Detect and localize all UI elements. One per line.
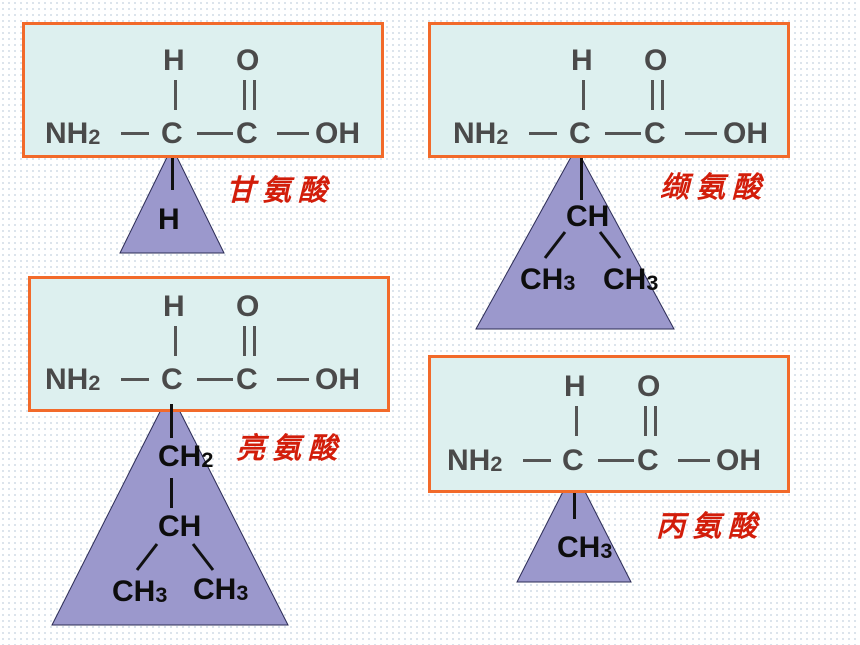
glycine-name: 甘氨酸	[226, 173, 335, 207]
double-bond-b	[253, 326, 256, 356]
double-bond-a	[243, 80, 246, 110]
alpha-hydrogen-label: H	[571, 44, 593, 77]
alanine-backbone-box: H O NH2 C C OH	[428, 355, 790, 493]
double-bond-a	[644, 406, 647, 436]
carboxyl-carbon-label: C	[637, 444, 659, 477]
bond-c-oh	[277, 378, 309, 381]
bond-c-h	[575, 406, 578, 436]
bond-side-chain	[171, 158, 174, 190]
carboxyl-carbon-label: C	[236, 363, 258, 396]
bond-c-oh	[685, 132, 717, 135]
leucine-backbone-box: H O NH2 C C OH	[28, 276, 390, 412]
alpha-carbon-label: C	[161, 117, 183, 150]
carbonyl-oxygen-label: O	[637, 370, 661, 403]
leucine-name: 亮氨酸	[236, 431, 345, 465]
alpha-hydrogen-label: H	[163, 44, 185, 77]
bond-c-c	[605, 132, 641, 135]
double-bond-b	[661, 80, 664, 110]
methyl-left-label: CH3	[112, 575, 168, 608]
bond-c-oh	[678, 459, 710, 462]
bond-c-c	[598, 459, 634, 462]
alanine-name: 丙氨酸	[656, 509, 765, 543]
amino-group-label: NH2	[447, 444, 503, 477]
methyl-label: CH3	[557, 531, 613, 564]
alpha-carbon-label: C	[569, 117, 591, 150]
alpha-hydrogen-label: H	[163, 290, 185, 323]
bond-c-h	[582, 80, 585, 110]
double-bond-a	[243, 326, 246, 356]
bond-n-c	[121, 378, 149, 381]
double-bond-b	[253, 80, 256, 110]
side-chain-h-label: H	[158, 203, 180, 236]
bond-c-h	[174, 80, 177, 110]
bond-c-c	[197, 132, 233, 135]
carbonyl-oxygen-label: O	[236, 290, 260, 323]
double-bond-b	[654, 406, 657, 436]
bond-c-h	[174, 326, 177, 356]
valine-name: 缬氨酸	[660, 170, 769, 204]
bond-n-c	[523, 459, 551, 462]
amino-group-label: NH2	[453, 117, 509, 150]
bond-side-chain	[170, 404, 173, 438]
double-bond-a	[651, 80, 654, 110]
hydroxyl-label: OH	[315, 117, 360, 150]
side-chain-ch-label: CH	[158, 510, 202, 543]
bond-c-c	[197, 378, 233, 381]
bond-side-chain	[580, 158, 583, 200]
carbonyl-oxygen-label: O	[644, 44, 668, 77]
alpha-hydrogen-label: H	[564, 370, 586, 403]
bond-side-chain	[573, 493, 576, 519]
hydroxyl-label: OH	[716, 444, 761, 477]
bond-c-oh	[277, 132, 309, 135]
hydroxyl-label: OH	[315, 363, 360, 396]
amino-group-label: NH2	[45, 363, 101, 396]
hydroxyl-label: OH	[723, 117, 768, 150]
alpha-carbon-label: C	[562, 444, 584, 477]
bond-n-c	[529, 132, 557, 135]
carboxyl-carbon-label: C	[644, 117, 666, 150]
bond-n-c	[121, 132, 149, 135]
alpha-carbon-label: C	[161, 363, 183, 396]
glycine-backbone-box: H O NH2 C C OH	[22, 22, 384, 158]
valine-backbone-box: H O NH2 C C OH	[428, 22, 790, 158]
methyl-right-label: CH3	[603, 263, 659, 296]
side-chain-ch-label: CH	[566, 200, 610, 233]
carboxyl-carbon-label: C	[236, 117, 258, 150]
methylene-label: CH2	[158, 440, 214, 473]
methyl-right-label: CH3	[193, 573, 249, 606]
amino-group-label: NH2	[45, 117, 101, 150]
methyl-left-label: CH3	[520, 263, 576, 296]
carbonyl-oxygen-label: O	[236, 44, 260, 77]
bond-ch2-ch	[170, 478, 173, 508]
